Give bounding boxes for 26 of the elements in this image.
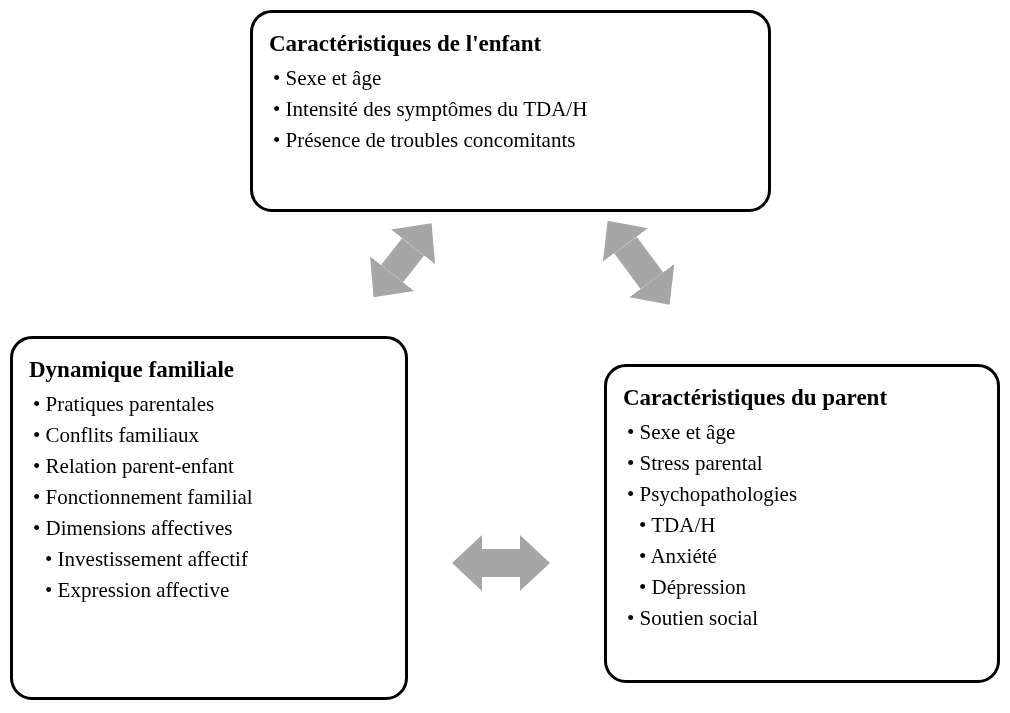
bullet-item: • Dépression (639, 574, 748, 601)
box-heading: Caractéristiques du parent (623, 384, 888, 412)
bullet-item: • Dimensions affectives (33, 515, 233, 542)
box-heading: Dynamique familiale (29, 356, 235, 384)
bullet-item: • Fonctionnement familial (33, 484, 253, 511)
bullet-item: • Sexe et âge (627, 419, 736, 446)
double-block-arrow (370, 223, 436, 298)
bullet-item: • Relation parent-enfant (33, 453, 234, 480)
rounded-text-box (10, 336, 408, 700)
bullet-item: • Stress parental (627, 450, 763, 477)
bullet-item: • Investissement affectif (45, 546, 248, 573)
bullet-item: • Présence de troubles concomitants (273, 127, 576, 154)
double-block-arrow (602, 220, 675, 305)
bullet-item: • Soutien social (627, 605, 758, 632)
bullet-item: • Intensité des symptômes du TDA/H (273, 96, 588, 123)
bullet-item: • Conflits familiaux (33, 422, 199, 449)
bullet-item: • Pratiques parentales (33, 391, 215, 418)
bullet-item: • Expression affective (45, 577, 230, 604)
double-block-arrow (452, 535, 550, 591)
bullet-item: • Anxiété (639, 543, 718, 570)
bullet-item: • Sexe et âge (273, 65, 382, 92)
rounded-text-box (250, 10, 771, 212)
bullet-item: • TDA/H (639, 512, 717, 539)
rounded-text-box (604, 364, 1000, 683)
box-heading: Caractéristiques de l'enfant (269, 30, 542, 58)
bullet-item: • Psychopathologies (627, 481, 799, 508)
